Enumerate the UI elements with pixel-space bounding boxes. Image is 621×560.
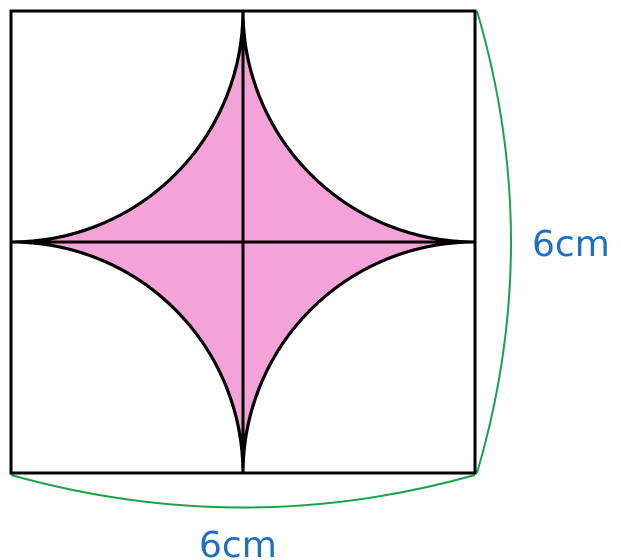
right-dimension-brace [476, 10, 512, 474]
bottom-length-label: 6cm [199, 525, 277, 560]
side-length-label: 6cm [532, 224, 610, 265]
bottom-dimension-brace [10, 474, 476, 509]
quarter-circle-arcs [10, 10, 476, 474]
